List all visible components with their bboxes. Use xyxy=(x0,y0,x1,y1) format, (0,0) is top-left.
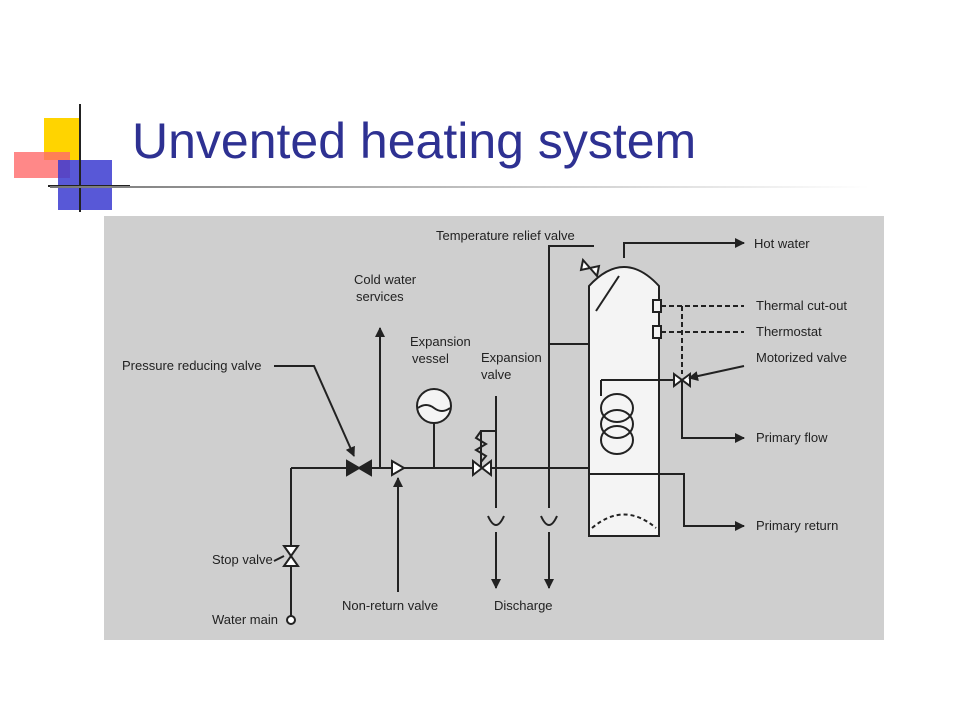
hot-water-cylinder xyxy=(588,266,660,537)
label-primary-flow: Primary flow xyxy=(756,430,828,445)
water-main-terminal xyxy=(286,615,296,625)
label-cold-water-line2: services xyxy=(356,289,404,304)
thermal-cut-out-sensor xyxy=(652,299,662,313)
non-return-valve-symbol xyxy=(391,459,406,477)
expansion-valve-symbol xyxy=(472,458,492,478)
heating-coil xyxy=(600,379,659,455)
label-expansion-vessel-line2: vessel xyxy=(412,351,449,366)
stop-valve-symbol xyxy=(282,545,300,567)
label-thermostat: Thermostat xyxy=(756,324,822,339)
expansion-vessel-water xyxy=(417,404,451,412)
label-temperature-relief-valve: Temperature relief valve xyxy=(436,228,575,243)
tundish-left xyxy=(487,515,505,526)
temperature-relief-pipe xyxy=(548,245,594,345)
cylinder-base-dashed xyxy=(591,513,657,529)
label-stop-valve: Stop valve xyxy=(212,552,273,567)
label-thermal-cut-out: Thermal cut-out xyxy=(756,298,847,313)
thermostat-sensor xyxy=(652,325,662,339)
tundish-right xyxy=(540,515,558,526)
label-expansion-vessel-line1: Expansion xyxy=(410,334,471,349)
label-cold-water-line1: Cold water xyxy=(354,272,417,287)
slide-title: Unvented heating system xyxy=(132,113,697,169)
label-primary-return: Primary return xyxy=(756,518,838,533)
label-hot-water: Hot water xyxy=(754,236,810,251)
title-divider xyxy=(50,186,870,188)
label-motorized-valve: Motorized valve xyxy=(756,350,847,365)
expansion-vessel xyxy=(416,388,452,424)
primary-return-pipe xyxy=(589,473,745,531)
label-discharge: Discharge xyxy=(494,598,553,613)
motorized-valve-leader xyxy=(688,365,745,381)
hot-water-outlet xyxy=(623,238,745,258)
expansion-valve-spring xyxy=(474,430,488,463)
label-expansion-valve-line2: valve xyxy=(481,367,511,382)
label-expansion-valve-line1: Expansion xyxy=(481,350,542,365)
cylinder-temperature-probe xyxy=(595,275,620,312)
temperature-relief-valve-symbol xyxy=(579,257,601,279)
heating-diagram-svg: Temperature relief valve Hot water Cold … xyxy=(122,228,847,627)
label-non-return-valve: Non-return valve xyxy=(342,598,438,613)
label-water-main: Water main xyxy=(212,612,278,627)
stop-valve-leader xyxy=(273,555,285,562)
pressure-reducing-valve-leader xyxy=(274,365,355,457)
pressure-reducing-valve-symbol xyxy=(346,459,372,477)
label-pressure-reducing-valve: Pressure reducing valve xyxy=(122,358,261,373)
heating-diagram: Temperature relief valve Hot water Cold … xyxy=(104,216,884,640)
primary-flow-pipe xyxy=(659,379,745,443)
